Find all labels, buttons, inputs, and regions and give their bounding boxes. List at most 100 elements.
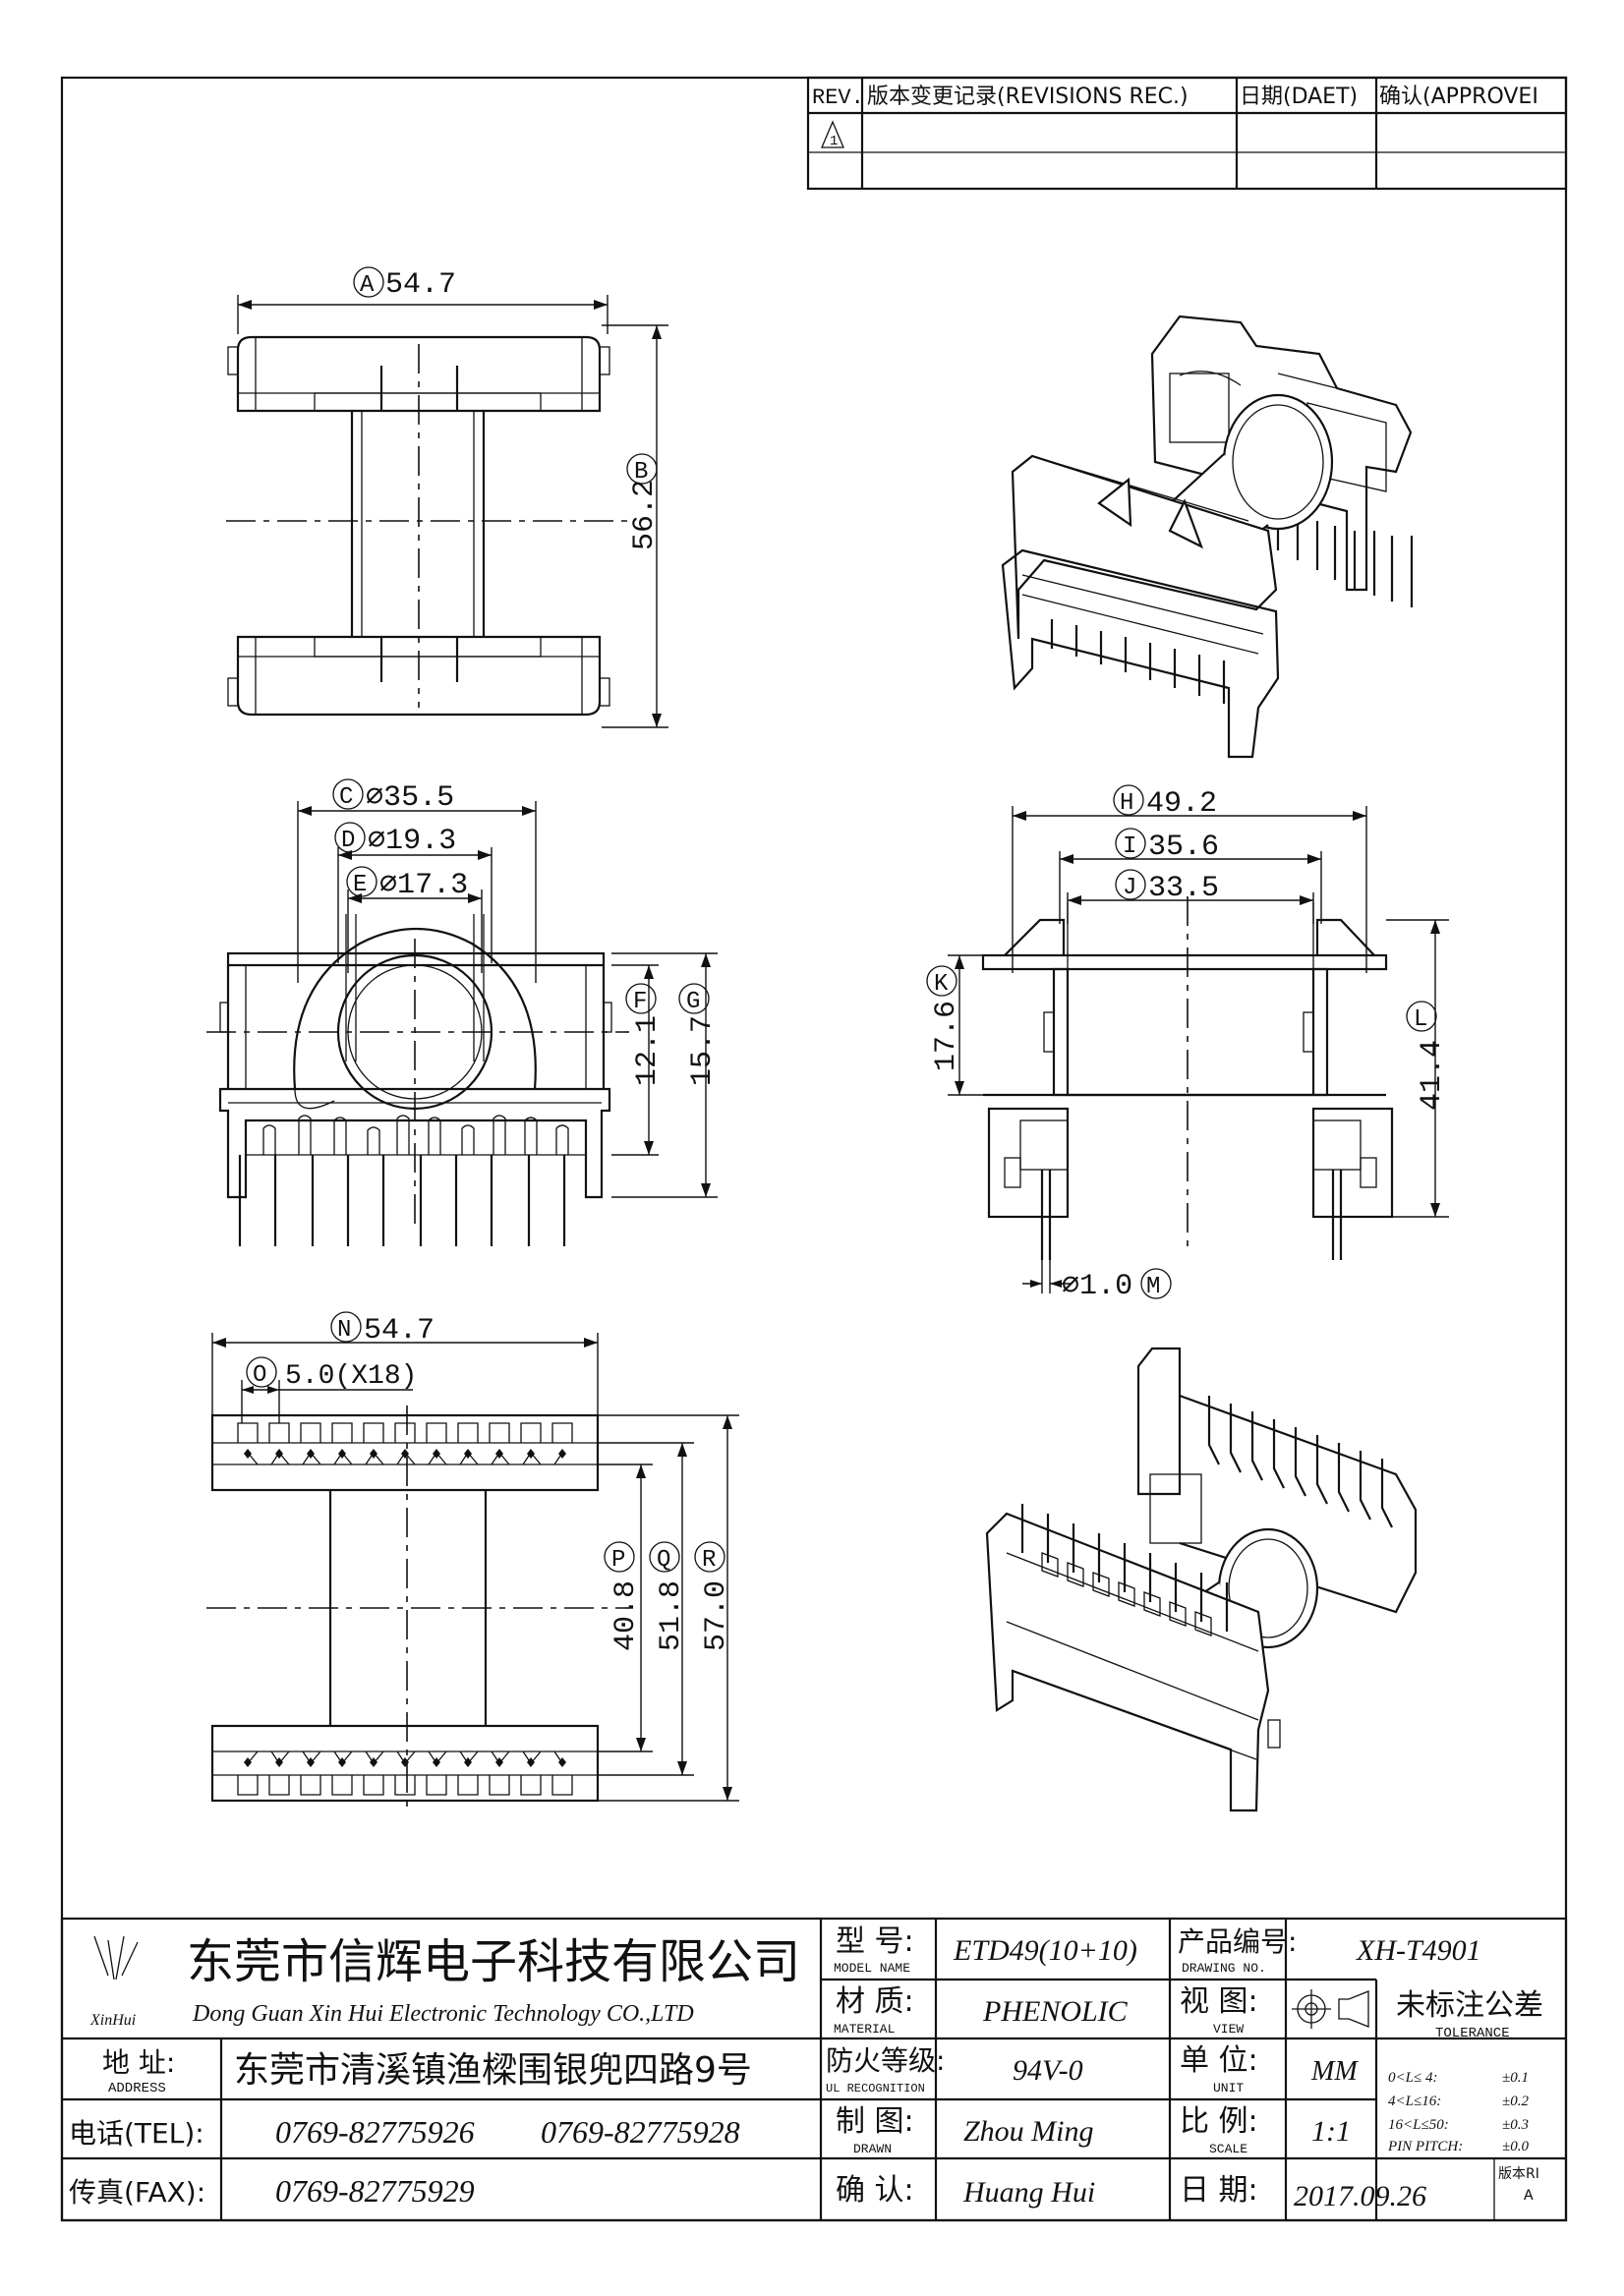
unit-value: MM	[1310, 2056, 1359, 2087]
projection-symbol-icon	[1292, 1989, 1369, 2029]
dim-d-letter: D	[341, 828, 355, 854]
date-header: 日期(DAET)	[1240, 85, 1358, 109]
dim-l: L 41.4	[1386, 919, 1449, 1218]
address-value: 东莞市清溪镇渔樑围银兜四路9号	[234, 2050, 752, 2091]
dim-r-value: 57.0	[700, 1580, 733, 1651]
dim-p-value: 40.8	[609, 1580, 643, 1651]
dim-e-letter: E	[353, 872, 367, 898]
isometric-view-top	[1001, 315, 1414, 759]
dim-p: P 40.8	[598, 1464, 653, 1752]
date-label: 日 期:	[1180, 2173, 1258, 2208]
view-label: 视 图:	[1180, 1984, 1258, 2019]
dim-g-letter: G	[686, 989, 700, 1015]
drawing-no-label-en: DRAWING NO.	[1182, 1961, 1266, 1976]
drawn-label: 制 图:	[836, 2104, 914, 2139]
model-label: 型 号:	[836, 1924, 914, 1959]
rev-header: REV.	[812, 86, 864, 110]
tel-number-2: 0769-82775928	[541, 2114, 740, 2150]
dim-h-value: 49.2	[1146, 787, 1217, 821]
dim-e: E ⌀17.3	[346, 866, 483, 973]
front-view-pins	[238, 1115, 586, 1246]
dim-d-value: ⌀19.3	[368, 825, 456, 858]
dim-h: H 49.2	[1012, 784, 1367, 973]
tolerance-value-2: ±0.2	[1502, 2094, 1529, 2109]
dim-g-value: 15.7	[686, 1015, 720, 1086]
sheet-border	[60, 76, 1568, 2222]
ul-label-en: UL RECOGNITION	[826, 2082, 925, 2095]
ul-label: 防火等级:	[826, 2044, 945, 2077]
tolerance-title-en: TOLERANCE	[1435, 2026, 1510, 2041]
material-label-en: MATERIAL	[834, 2022, 895, 2037]
dim-c: C ⌀35.5	[297, 778, 537, 983]
dim-n: N 54.7	[211, 1311, 599, 1415]
dim-m-letter: M	[1146, 1274, 1160, 1300]
dim-o: O 5.0(X18)	[241, 1356, 417, 1423]
view-label-en: VIEW	[1213, 2022, 1244, 2037]
fax-label: 传真(FAX):	[69, 2176, 205, 2209]
dim-m-value: ⌀1.0	[1062, 1270, 1132, 1303]
dim-f: F 12.1	[611, 964, 665, 1156]
dim-k-value: 17.6	[930, 1001, 963, 1071]
confirm-value: Huang Hui	[962, 2176, 1095, 2209]
tolerance-range-4: PIN PITCH:	[1387, 2139, 1463, 2154]
dim-c-value: ⌀35.5	[366, 781, 454, 815]
dim-f-letter: F	[633, 989, 647, 1015]
isometric-view-bottom	[985, 1347, 1418, 1812]
dim-r: R 57.0	[598, 1414, 739, 1802]
dim-k-letter: K	[934, 971, 949, 998]
dim-j-letter: J	[1123, 875, 1136, 901]
material-label: 材 质:	[836, 1984, 914, 2019]
dim-h-letter: H	[1120, 790, 1133, 817]
upper-pin-pads	[237, 1422, 573, 1465]
dim-k: K 17.6	[926, 954, 987, 1096]
dim-m: ⌀1.0 M	[1022, 1234, 1172, 1303]
tolerance-value-3: ±0.3	[1502, 2117, 1529, 2133]
dim-q-letter: Q	[657, 1547, 670, 1574]
fax-number: 0769-82775929	[275, 2173, 475, 2209]
bottom-view	[206, 1406, 629, 1810]
top-view	[226, 335, 629, 717]
dim-l-letter: L	[1414, 1006, 1427, 1033]
tolerance-value-1: ±0.1	[1502, 2070, 1529, 2086]
material-value: PHENOLIC	[982, 1995, 1129, 2028]
dim-c-letter: C	[339, 784, 353, 811]
scale-value: 1:1	[1311, 2115, 1351, 2148]
dim-o-value: 5.0(X18)	[285, 1361, 417, 1392]
dim-g: G 15.7	[611, 952, 720, 1198]
dim-d: D ⌀19.3	[334, 822, 493, 963]
version-value: A	[1524, 2187, 1534, 2205]
tolerance-title: 未标注公差	[1396, 1988, 1543, 2023]
dim-q-value: 51.8	[655, 1580, 688, 1651]
dim-r-letter: R	[702, 1547, 716, 1574]
dim-e-value: ⌀17.3	[379, 869, 468, 902]
dim-i-letter: I	[1123, 833, 1136, 860]
tel-number-1: 0769-82775926	[275, 2114, 475, 2150]
dim-b: B 56.2	[602, 324, 668, 728]
dim-p-letter: P	[611, 1547, 625, 1574]
company-logo: XinHui	[89, 1935, 139, 2029]
revisions-header: 版本变更记录(REVISIONS REC.)	[867, 85, 1189, 109]
logo-text: XinHui	[89, 2012, 136, 2029]
drawn-value: Zhou Ming	[963, 2115, 1094, 2148]
model-value: ETD49(10+10)	[953, 1934, 1137, 1967]
address-label-en: ADDRESS	[108, 2081, 166, 2096]
tolerance-range-1: 0<L≤ 4:	[1388, 2070, 1437, 2086]
dim-a-value: 54.7	[385, 268, 456, 302]
revision-number: 1	[830, 134, 838, 149]
unit-label-en: UNIT	[1213, 2081, 1244, 2095]
date-value: 2017.09.26	[1294, 2180, 1426, 2212]
scale-label: 比 例:	[1180, 2104, 1258, 2139]
dim-i: I 35.6	[1059, 828, 1322, 924]
confirm-label: 确 认:	[836, 2173, 914, 2208]
dim-j: J 33.5	[1067, 869, 1314, 924]
dim-b-value: 56.2	[628, 480, 662, 550]
dim-a-letter: A	[360, 272, 375, 299]
unit-label: 单 位:	[1180, 2043, 1258, 2078]
tel-label: 电话(TEL):	[69, 2117, 204, 2150]
drawing-no-value: XH-T4901	[1356, 1934, 1481, 1967]
company-name-cn: 东莞市信辉电子科技有限公司	[187, 1934, 800, 1989]
dim-f-value: 12.1	[631, 1015, 665, 1086]
tolerance-range-3: 16<L≤50:	[1388, 2117, 1449, 2133]
ul-value: 94V-0	[1013, 2054, 1083, 2087]
